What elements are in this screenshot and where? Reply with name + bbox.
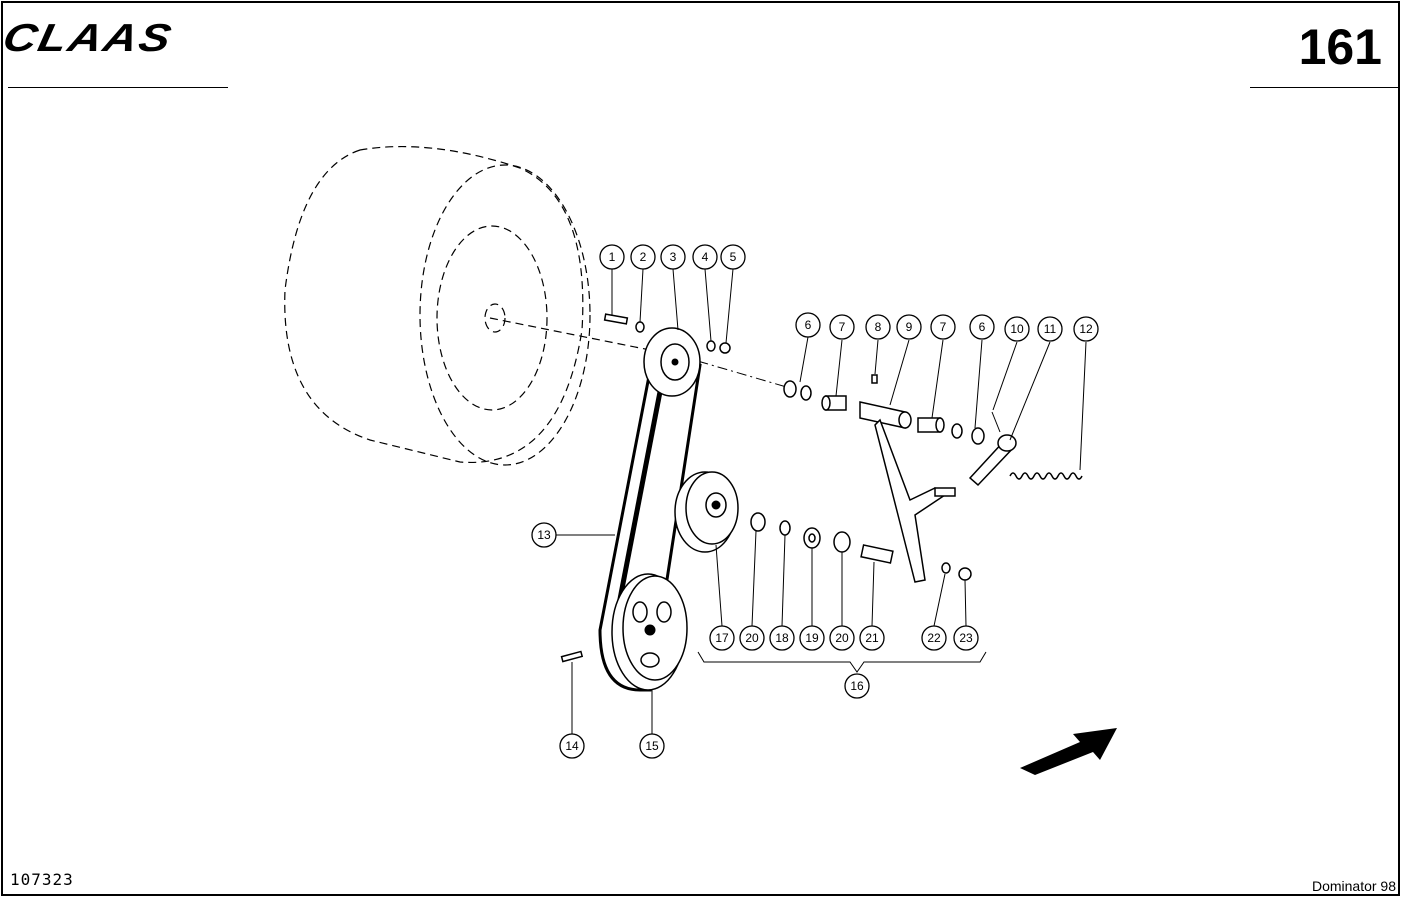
pin-21 (860, 544, 894, 564)
callout-21: 21 (859, 625, 885, 651)
callout-12: 12 (1073, 316, 1099, 342)
bushing-7b (917, 417, 945, 433)
lever-10-11 (968, 411, 1017, 487)
svg-text:7: 7 (839, 320, 846, 334)
callout-16: 16 (844, 673, 870, 699)
svg-text:20: 20 (835, 631, 849, 645)
svg-text:16: 16 (850, 679, 864, 693)
drum-outline (284, 145, 651, 466)
washer-6b (951, 423, 985, 445)
callout-13: 13 (531, 522, 557, 548)
callout-6a: 6 (795, 312, 821, 338)
callout-1: 1 (599, 244, 625, 270)
callout-5: 5 (720, 244, 746, 270)
upper-pulley (643, 327, 701, 397)
callout-14: 14 (559, 733, 585, 759)
callout-18: 18 (769, 625, 795, 651)
tension-spring-12 (1009, 472, 1083, 480)
callout-15: 15 (639, 733, 665, 759)
svg-text:4: 4 (702, 250, 709, 264)
svg-text:14: 14 (565, 739, 579, 753)
callout-4: 4 (692, 244, 718, 270)
svg-text:12: 12 (1079, 322, 1093, 336)
svg-text:6: 6 (979, 320, 986, 334)
logo-underline (8, 87, 228, 88)
svg-text:7: 7 (940, 320, 947, 334)
leader-lines (556, 268, 1087, 734)
callout-9: 9 (896, 314, 922, 340)
svg-text:23: 23 (959, 631, 973, 645)
grease-nipple-8 (871, 374, 878, 384)
callout-20a: 20 (739, 625, 765, 651)
svg-text:11: 11 (1044, 322, 1057, 336)
callout-7a: 7 (829, 314, 855, 340)
washer-6a (783, 380, 812, 401)
svg-text:2: 2 (640, 250, 647, 264)
middle-pulley (674, 471, 739, 553)
callout-7b: 7 (930, 314, 956, 340)
circlip-20a (750, 512, 766, 532)
callout-23: 23 (953, 625, 979, 651)
bolt-1 (603, 313, 629, 325)
callout-11: 11 (1037, 316, 1063, 342)
svg-text:15: 15 (645, 739, 659, 753)
washer-18 (779, 520, 791, 536)
svg-text:18: 18 (775, 631, 789, 645)
bushing-7a (821, 395, 847, 411)
page-number: 161 (1298, 19, 1382, 75)
callout-10: 10 (1004, 316, 1030, 342)
callout-22: 22 (921, 625, 947, 651)
svg-text:3: 3 (670, 250, 677, 264)
callout-19: 19 (799, 625, 825, 651)
svg-text:10: 10 (1010, 322, 1024, 336)
callout-8: 8 (865, 314, 891, 340)
washer-22 (941, 562, 951, 574)
key-14 (560, 650, 584, 663)
circlip-20b (833, 531, 851, 553)
svg-text:21: 21 (865, 631, 879, 645)
document-code: 107323 (10, 870, 74, 889)
tensioner-arm-9 (859, 401, 956, 583)
callout-20b: 20 (829, 625, 855, 651)
svg-text:6: 6 (805, 318, 812, 332)
nut-5 (719, 342, 731, 354)
svg-text:13: 13 (537, 528, 551, 542)
nut-23 (958, 567, 972, 581)
svg-text:9: 9 (906, 320, 913, 334)
lower-pulley (611, 573, 688, 691)
washer-4 (706, 340, 716, 352)
model-name: Dominator 98 (1311, 878, 1396, 894)
svg-text:22: 22 (927, 631, 941, 645)
callout-3: 3 (660, 244, 686, 270)
bearing-19 (803, 527, 821, 549)
callout-17: 17 (709, 625, 735, 651)
washer-2 (635, 321, 645, 333)
svg-text:20: 20 (745, 631, 759, 645)
svg-text:1: 1 (609, 250, 616, 264)
svg-text:5: 5 (730, 250, 737, 264)
svg-text:8: 8 (875, 320, 882, 334)
callout-6b: 6 (969, 314, 995, 340)
page-number-underline (1250, 87, 1398, 88)
svg-text:17: 17 (715, 631, 729, 645)
svg-text:19: 19 (805, 631, 819, 645)
direction-arrow (1020, 728, 1117, 775)
callout-2: 2 (630, 244, 656, 270)
